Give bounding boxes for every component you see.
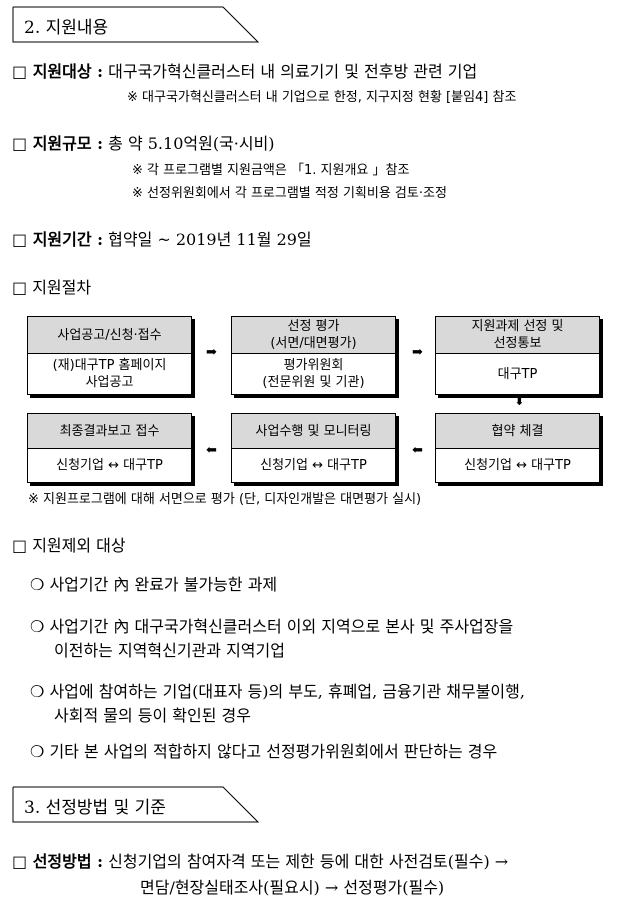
section-title: 2. 지원내용 bbox=[24, 18, 109, 38]
procedure-label: □ 지원절차 bbox=[12, 278, 92, 297]
step-title: 사업공고/신청·접수 bbox=[28, 317, 191, 354]
exclusion-item: 이전하는 지역혁신기관과 지역기업 bbox=[54, 641, 285, 660]
scale-label: □ 지원규모 : bbox=[12, 134, 104, 153]
procedure-note: ※ 지원프로그램에 대해 서면으로 평가 (단, 디자인개발은 대면평가 실시) bbox=[28, 492, 422, 507]
exclusion-label: □ 지원제외 대상 bbox=[12, 536, 126, 555]
step-title: 선정통보 bbox=[493, 336, 542, 351]
section-2-header: 2. 지원내용 bbox=[12, 5, 272, 43]
step-title: (서면/대면평가) bbox=[270, 336, 357, 351]
step-body: 신청기업 ↔ 대구TP bbox=[56, 458, 163, 473]
bullet-icon: ❍ bbox=[30, 575, 45, 594]
step-title: 최종결과보고 접수 bbox=[28, 414, 191, 449]
arrow-left-icon: ⬅ bbox=[206, 443, 217, 458]
step-body: (전문위원 및 기관) bbox=[262, 375, 365, 390]
step-final-report: 최종결과보고 접수 신청기업 ↔ 대구TP bbox=[27, 413, 192, 483]
method-label: □ 선정방법 : bbox=[12, 852, 104, 871]
target-value: 대구국가혁신클러스터 내 의료기기 및 전후방 관련 기업 bbox=[108, 62, 478, 81]
step-monitoring: 사업수행 및 모니터링 신청기업 ↔ 대구TP bbox=[231, 413, 396, 483]
bullet-icon: ❍ bbox=[30, 682, 45, 701]
exclusion-item: 사회적 물의 등이 확인된 경우 bbox=[54, 706, 251, 725]
step-agreement: 협약 체결 신청기업 ↔ 대구TP bbox=[435, 413, 600, 483]
arrow-right-icon: ➡ bbox=[412, 345, 423, 360]
period-value: 협약일 ~ 2019년 11월 29일 bbox=[108, 230, 312, 249]
bullet-icon: ❍ bbox=[30, 617, 45, 636]
step-title: 사업수행 및 모니터링 bbox=[232, 414, 395, 449]
method-line: 신청기업의 참여자격 또는 제한 등에 대한 사전검토(필수) → bbox=[108, 852, 509, 871]
step-title: 협약 체결 bbox=[436, 414, 599, 449]
exclusion-item: 사업기간 內 대구국가혁신클러스터 이외 지역으로 본사 및 주사업장을 bbox=[49, 617, 514, 636]
scale-value: 총 약 5.10억원(국·시비) bbox=[108, 134, 275, 153]
bullet-icon: ❍ bbox=[30, 742, 45, 761]
step-body: 사업공고 bbox=[85, 375, 134, 390]
exclusion-item: 사업에 참여하는 기업(대표자 등)의 부도, 휴폐업, 금융기관 채무불이행, bbox=[49, 682, 525, 701]
scale-note: ※ 각 프로그램별 지원금액은 「1. 지원개요 」참조 bbox=[132, 163, 410, 178]
method-line: 면담/현장실태조사(필요시) → 선정평가(필수) bbox=[140, 878, 445, 897]
target-label: □ 지원대상 : bbox=[12, 62, 104, 81]
section-3-header: 3. 선정방법 및 기준 bbox=[12, 785, 272, 823]
scale-note: ※ 선정위원회에서 각 프로그램별 적정 기획비용 검토·조정 bbox=[132, 186, 447, 201]
step-title: 지원과제 선정 및 bbox=[471, 319, 564, 334]
arrow-left-icon: ⬅ bbox=[412, 443, 423, 458]
section-title: 3. 선정방법 및 기준 bbox=[24, 798, 166, 818]
exclusion-item: 사업기간 內 완료가 불가능한 과제 bbox=[49, 575, 278, 594]
step-body: 대구TP bbox=[497, 366, 538, 382]
step-body: 평가위원회 bbox=[283, 358, 344, 373]
step-title: 선정 평가 bbox=[287, 319, 340, 334]
target-note: ※ 대구국가혁신클러스터 내 기업으로 한정, 지구지정 현황 [붙임4] 참조 bbox=[127, 90, 517, 105]
step-body: 신청기업 ↔ 대구TP bbox=[464, 458, 571, 473]
step-body: (재)대구TP 홈페이지 bbox=[52, 358, 167, 373]
exclusion-item: 기타 본 사업의 적합하지 않다고 선정평가위원회에서 판단하는 경우 bbox=[49, 742, 498, 761]
step-evaluation: 선정 평가 (서면/대면평가) 평가위원회 (전문위원 및 기관) bbox=[231, 316, 396, 395]
arrow-down-icon: ⬇ bbox=[514, 394, 525, 409]
arrow-right-icon: ➡ bbox=[206, 345, 217, 360]
period-label: □ 지원기간 : bbox=[12, 230, 104, 249]
step-body: 신청기업 ↔ 대구TP bbox=[260, 458, 367, 473]
